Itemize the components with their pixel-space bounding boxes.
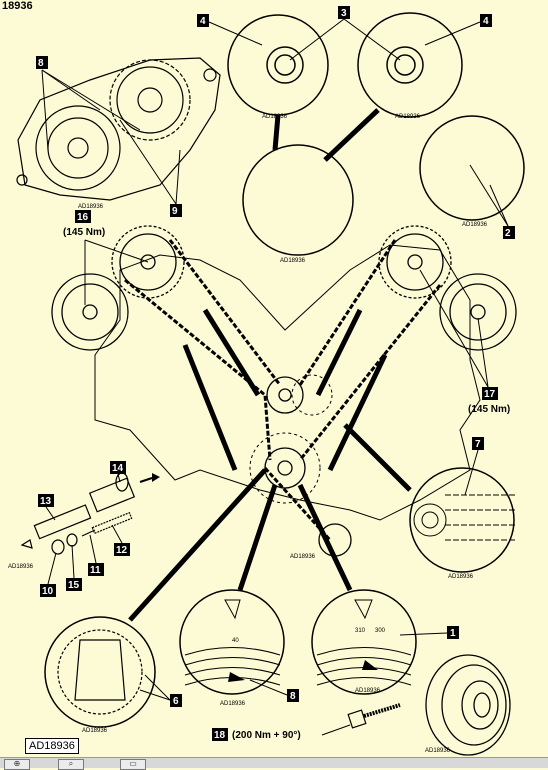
svg-text:9: 9 xyxy=(172,206,178,217)
watermark: AD18936 xyxy=(425,748,451,754)
mark-300: 300 xyxy=(375,628,386,634)
chain-guides xyxy=(182,308,388,472)
callout-2: 2 xyxy=(503,226,515,239)
callout-8: 8 xyxy=(36,56,48,69)
callout-6: 7 xyxy=(472,437,484,450)
drawing-watermarks: AD18936 AD18936 AD18936 AD18936 AD18936 … xyxy=(8,114,488,754)
callout-5: 6 xyxy=(170,694,182,707)
callout-10: 10 xyxy=(40,584,56,597)
document-icon[interactable]: ▭ xyxy=(120,759,146,770)
torque-18: (200 Nm + 90°) xyxy=(232,730,301,741)
callout-15: 15 xyxy=(66,578,82,591)
svg-text:2: 2 xyxy=(505,228,511,239)
callout-12: 12 xyxy=(114,543,130,556)
svg-text:4: 4 xyxy=(483,16,489,27)
mark-310: 310 xyxy=(355,628,366,634)
watermark: AD18936 xyxy=(462,222,488,228)
svg-text:8: 8 xyxy=(38,58,44,69)
svg-text:11: 11 xyxy=(90,565,101,576)
svg-text:14: 14 xyxy=(112,463,124,474)
callout-9: 9 xyxy=(170,204,182,217)
vvt-assembly-illustration xyxy=(16,57,221,201)
callout-3: 3 xyxy=(338,6,350,19)
callout-11: 11 xyxy=(88,563,104,576)
crankshaft-bolt xyxy=(347,703,401,729)
callout-7: 8 xyxy=(287,689,299,702)
tensioner-parts xyxy=(20,472,136,555)
timing-mark-detail-40 xyxy=(179,589,285,695)
callout-18: 18 xyxy=(212,728,228,741)
callout-13: 13 xyxy=(38,494,54,507)
svg-text:4: 4 xyxy=(200,16,206,27)
timing-mark-detail-310 xyxy=(311,589,417,695)
figure-id: 18936 xyxy=(2,0,33,12)
crank-sprocket-detail xyxy=(44,616,156,728)
callout-14: 14 xyxy=(110,461,126,474)
search-icon[interactable]: ⌕ xyxy=(58,759,84,770)
watermark: AD18936 xyxy=(280,258,306,264)
engine-block-outline xyxy=(94,244,481,521)
svg-text:16: 16 xyxy=(77,212,89,223)
detail-circles-top xyxy=(227,12,525,256)
watermark: AD18936 xyxy=(8,564,34,570)
watermark: AD18936 xyxy=(82,728,108,734)
reference-label: AD18936 xyxy=(25,738,79,754)
viewer-toolbar: ⊕ ⌕ ▭ xyxy=(0,757,548,770)
crosshair-icon[interactable]: ⊕ xyxy=(4,759,30,770)
torque-16: (145 Nm) xyxy=(63,227,105,238)
svg-text:12: 12 xyxy=(116,545,128,556)
svg-text:18: 18 xyxy=(214,730,226,741)
camshaft-sprockets xyxy=(51,225,517,557)
svg-text:6: 6 xyxy=(173,696,179,707)
callout-16: 16 xyxy=(75,210,91,223)
callout-17: 17 xyxy=(482,387,498,400)
watermark: AD18936 xyxy=(355,688,381,694)
svg-text:7: 7 xyxy=(475,439,481,450)
watermark: AD18936 xyxy=(262,114,288,120)
svg-text:17: 17 xyxy=(484,389,496,400)
watermark: AD18936 xyxy=(220,701,246,707)
mark-40: 40 xyxy=(232,638,239,644)
watermark: AD18936 xyxy=(290,554,316,560)
watermark: AD18936 xyxy=(448,574,474,580)
crankshaft-damper xyxy=(425,654,511,756)
timing-chain xyxy=(124,239,442,542)
watermark: AD18936 xyxy=(395,114,421,120)
torque-17: (145 Nm) xyxy=(468,404,510,415)
callout-1: 1 xyxy=(447,626,459,639)
callout-4a: 4 xyxy=(197,14,209,27)
callout-4b: 4 xyxy=(480,14,492,27)
svg-text:3: 3 xyxy=(341,8,347,19)
chain-detail-illustration xyxy=(413,494,515,541)
svg-text:1: 1 xyxy=(450,628,456,639)
svg-text:8: 8 xyxy=(290,691,296,702)
svg-text:13: 13 xyxy=(40,496,52,507)
svg-text:15: 15 xyxy=(68,580,80,591)
watermark: AD18936 xyxy=(78,204,104,210)
svg-text:10: 10 xyxy=(42,586,54,597)
chain-detail-circle xyxy=(409,467,515,573)
